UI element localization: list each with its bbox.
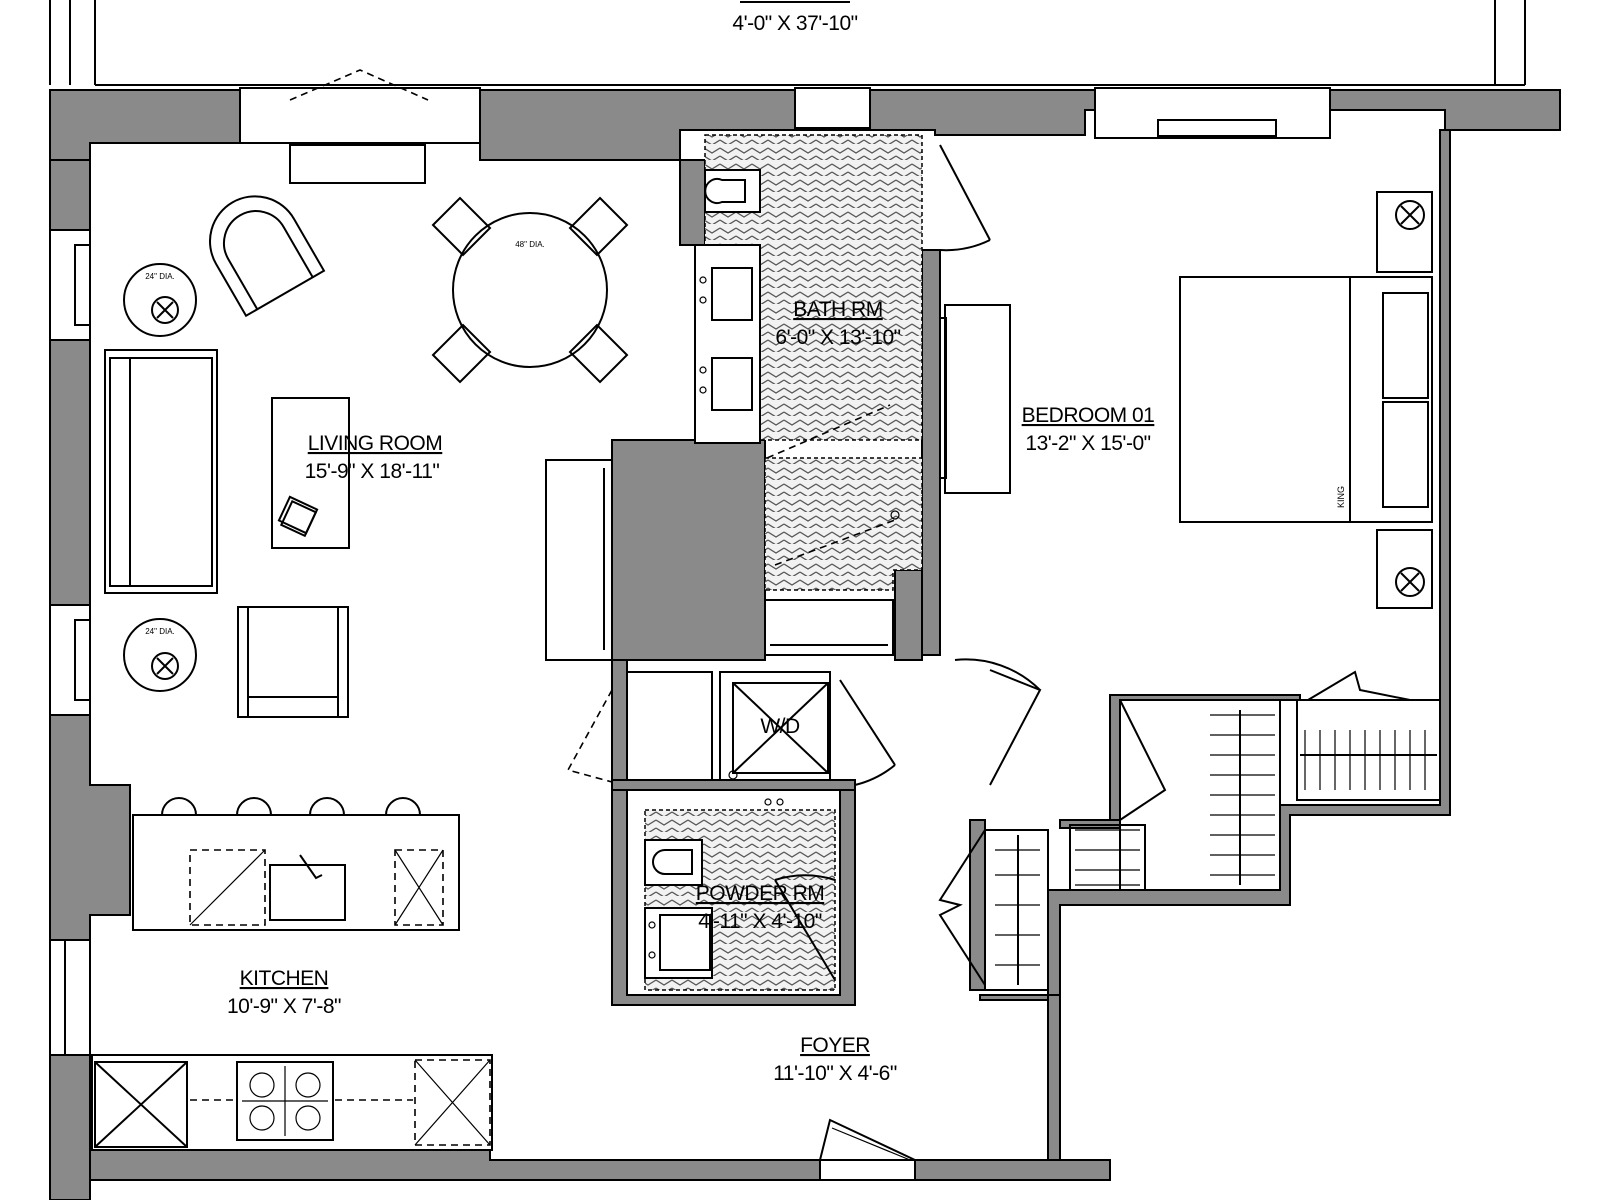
bedroom-name: BEDROOM 01 xyxy=(1022,404,1155,427)
coffee-table xyxy=(271,397,350,549)
dresser xyxy=(944,304,1011,494)
powder-room-name: POWDER RM xyxy=(696,882,825,905)
bath-room-name: BATH RM xyxy=(793,298,882,321)
kitchen-sink xyxy=(269,864,346,921)
kitchen-fixtures xyxy=(91,797,493,1151)
living-room-dimension: 15'-9" X 18'-11" xyxy=(305,460,440,483)
stove xyxy=(236,1061,334,1141)
side-table-2: 24" DIA. xyxy=(123,618,197,692)
tv-console xyxy=(545,459,613,661)
washer-dryer-label: W/D xyxy=(760,715,800,738)
bedroom-dimension: 13'-2" X 15'-0" xyxy=(1025,432,1150,455)
bedroom-furniture: KING xyxy=(939,191,1433,786)
powder-room-dimension: 4'-11" X 4'-10" xyxy=(698,910,822,933)
foyer-name: FOYER xyxy=(800,1034,870,1057)
book-icon xyxy=(277,495,319,538)
side-table-label-1: 24" DIA. xyxy=(145,272,175,281)
armchair-top xyxy=(209,195,326,318)
living-room-name: LIVING ROOM xyxy=(308,432,443,455)
side-table-label-2: 24" DIA. xyxy=(145,627,175,636)
balcony: 4'-0" X 37'-10" xyxy=(49,0,1526,86)
king-bed: KING xyxy=(1179,276,1433,523)
nightstand-2 xyxy=(1376,529,1433,609)
foyer-dimension: 11'-10" X 4'-6" xyxy=(773,1062,897,1085)
side-table-1: 24" DIA. xyxy=(123,263,197,337)
powder-room xyxy=(644,809,836,991)
bath-room-dimension: 6'-0" X 13'-10" xyxy=(775,326,900,349)
dining-table-label: 48" DIA. xyxy=(515,240,545,249)
dining-table: 48" DIA. xyxy=(431,196,629,384)
kitchen-counter xyxy=(91,1054,493,1151)
nightstand-1 xyxy=(1376,191,1433,273)
room-labels: LIVING ROOM 15'-9" X 18'-11" BATH RM 6'-… xyxy=(227,298,1155,1085)
kitchen-dimension: 10'-9" X 7'-8" xyxy=(227,995,341,1018)
closets xyxy=(938,670,1441,991)
living-furniture: 24" DIA. 24" DIA. 48" xyxy=(104,195,629,718)
bed-label: KING xyxy=(1336,486,1346,508)
kitchen-name: KITCHEN xyxy=(240,967,329,990)
entry-door xyxy=(819,1118,916,1181)
laundry: W/D xyxy=(566,671,896,806)
armchair-bottom xyxy=(237,606,349,718)
balcony-dimension: 4'-0" X 37'-10" xyxy=(732,12,857,35)
kitchen-island xyxy=(132,814,460,931)
sofa xyxy=(104,349,218,594)
windows xyxy=(49,69,1331,1056)
bathroom xyxy=(694,134,991,656)
